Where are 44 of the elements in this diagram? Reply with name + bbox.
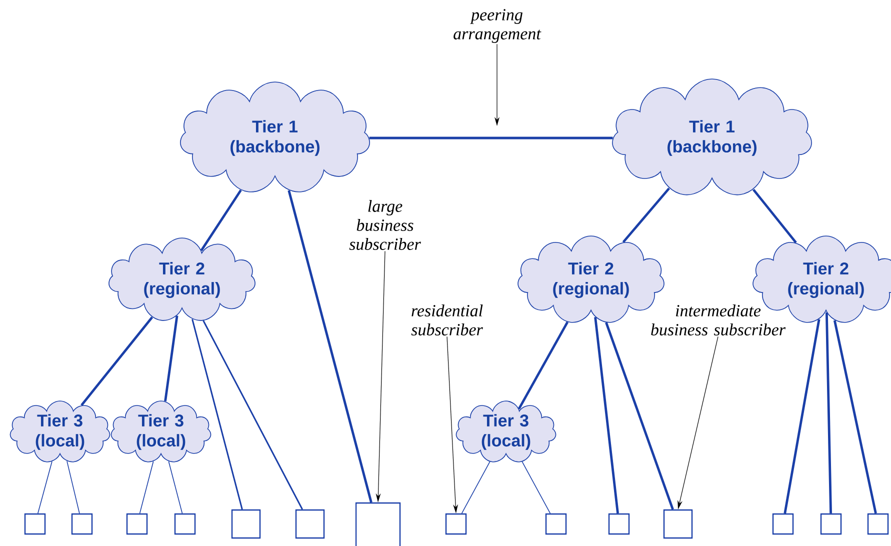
terminal-box bbox=[545, 513, 567, 535]
annotation-text: large business subscriber bbox=[349, 200, 421, 250]
cloud: Tier 1 (backbone) bbox=[180, 82, 370, 192]
connection-line bbox=[784, 319, 820, 514]
connection-line bbox=[752, 188, 797, 244]
connection-line bbox=[139, 461, 154, 514]
cloud: Tier 3 (local) bbox=[456, 400, 556, 462]
terminal-box bbox=[174, 513, 196, 535]
connection-line bbox=[518, 321, 569, 410]
connection-line bbox=[825, 312, 832, 514]
cloud: Tier 2 (regional) bbox=[108, 238, 256, 321]
terminal-box bbox=[663, 509, 693, 539]
connection-line bbox=[164, 316, 178, 402]
annotation-text: peering arrangement bbox=[454, 9, 542, 43]
terminal-box bbox=[295, 509, 325, 539]
cloud: Tier 3 (local) bbox=[10, 400, 110, 462]
cloud: Tier 3 (local) bbox=[110, 400, 212, 462]
cloud: Tier 1 (backbone) bbox=[612, 78, 812, 196]
connection-line bbox=[37, 461, 52, 514]
connection-line bbox=[622, 188, 670, 243]
terminal-box bbox=[355, 502, 401, 546]
connection-line bbox=[461, 461, 490, 514]
connection-line bbox=[288, 190, 372, 503]
connection-line bbox=[522, 461, 551, 514]
connection-line bbox=[594, 317, 619, 514]
annotation-text: residential subscriber bbox=[411, 304, 483, 336]
cloud: Tier 2 (regional) bbox=[518, 236, 664, 323]
connection-line bbox=[833, 320, 877, 514]
terminal-box bbox=[820, 513, 842, 535]
terminal-box bbox=[126, 513, 148, 535]
terminal-box bbox=[445, 513, 467, 535]
terminal-box bbox=[231, 509, 261, 539]
connection-line bbox=[202, 320, 304, 510]
connection-line bbox=[168, 461, 183, 514]
connection-line bbox=[192, 318, 243, 510]
connection-line bbox=[66, 460, 80, 514]
terminal-box bbox=[24, 513, 46, 535]
terminal-box bbox=[71, 513, 93, 535]
terminal-box bbox=[867, 513, 889, 535]
connection-line bbox=[605, 322, 674, 510]
connection-line bbox=[80, 316, 154, 406]
terminal-box bbox=[608, 513, 630, 535]
connection-line bbox=[369, 136, 613, 140]
terminal-box bbox=[772, 513, 794, 535]
